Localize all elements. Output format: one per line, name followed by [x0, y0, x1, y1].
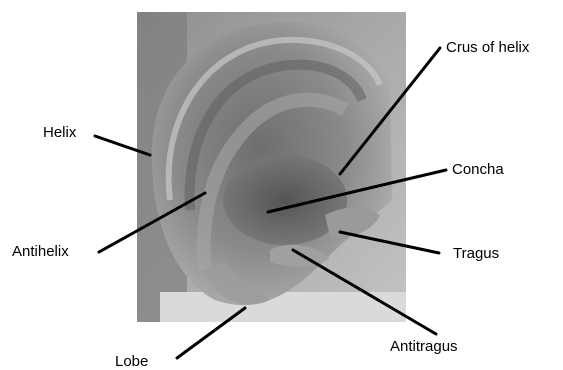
- photo-base: [160, 292, 406, 322]
- helix-label: Helix: [43, 125, 76, 140]
- lobe-label: Lobe: [115, 354, 148, 369]
- crus-of-helix-label: Crus of helix: [446, 40, 529, 55]
- antihelix-label: Antihelix: [12, 244, 69, 259]
- tragus-label: Tragus: [453, 246, 499, 261]
- concha-label: Concha: [452, 162, 504, 177]
- antitragus-label: Antitragus: [390, 339, 458, 354]
- concha-bowl: [223, 155, 347, 245]
